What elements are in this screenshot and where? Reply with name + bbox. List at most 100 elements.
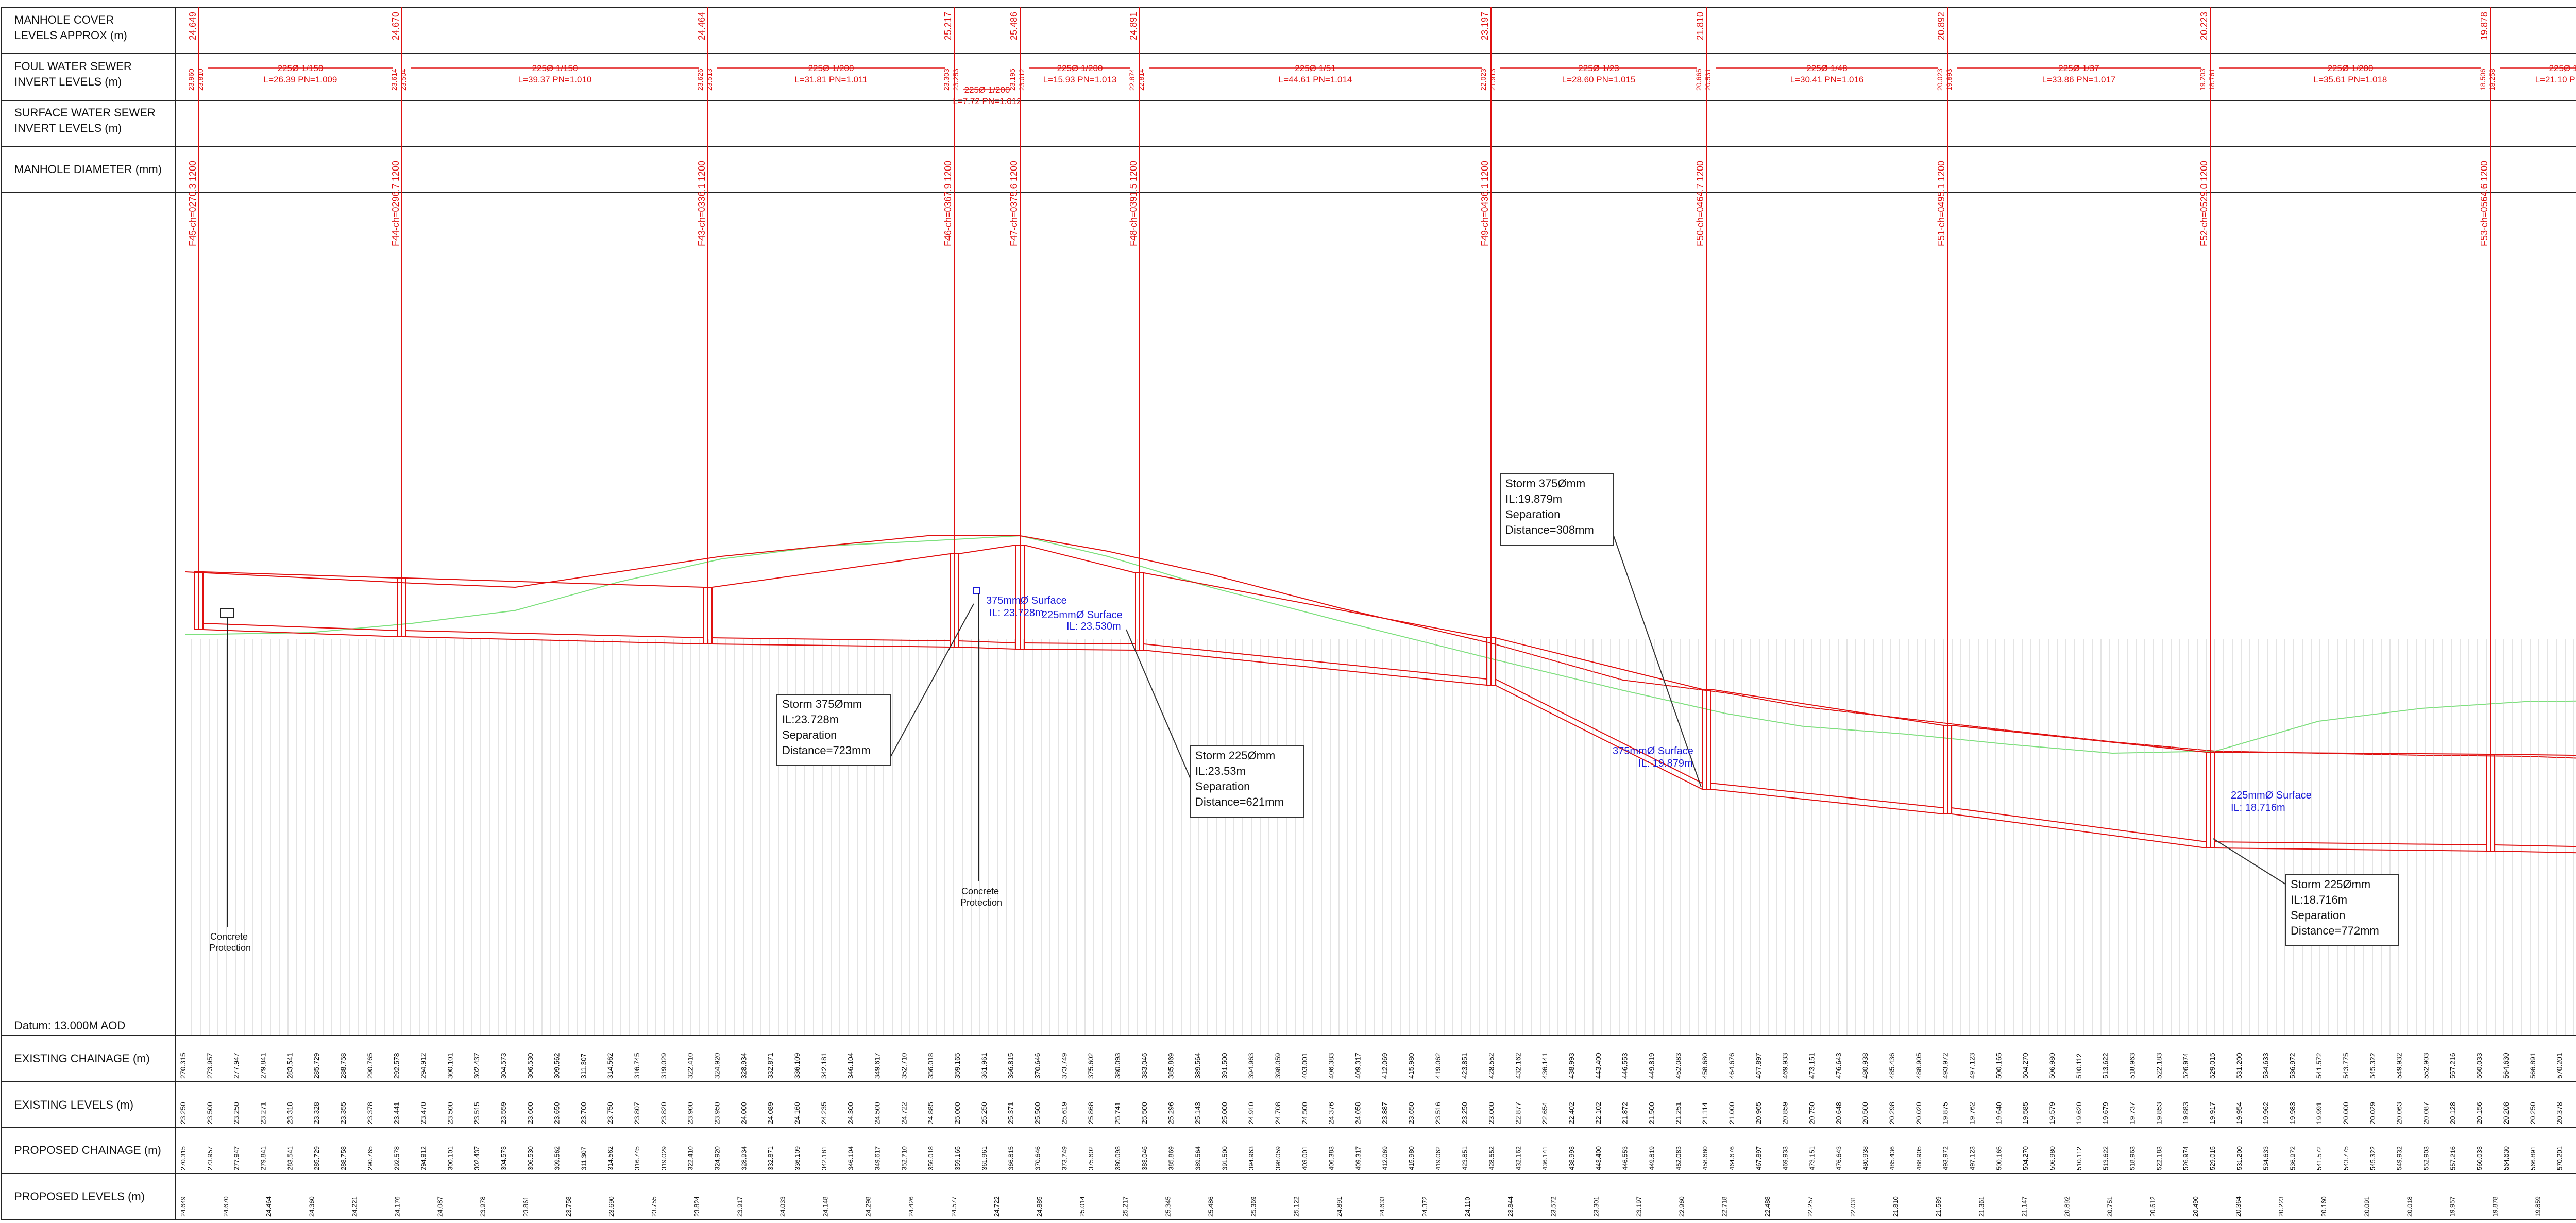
existing-level-value: 22.877 — [1514, 1102, 1522, 1124]
pipe-invert — [2214, 847, 2487, 852]
proposed-level-value: 20.892 — [2063, 1196, 2071, 1217]
existing-level-value: 21.500 — [1648, 1102, 1656, 1124]
manhole-chamber — [950, 553, 959, 648]
proposed-level-value: 24.722 — [993, 1196, 1001, 1217]
existing-chainage-value: 385.869 — [1167, 1052, 1175, 1079]
trench-top — [958, 545, 1016, 554]
manhole-invert-in: 18.506 — [2479, 69, 2487, 91]
proposed-level-value: 19.957 — [2448, 1196, 2456, 1217]
pipe-spec: 225Ø 1/200 — [964, 85, 1010, 95]
existing-chainage-value: 506.980 — [2048, 1052, 2056, 1079]
proposed-chainage-value: 458.680 — [1701, 1146, 1709, 1170]
manhole-chamber — [397, 577, 406, 637]
existing-level-value: 23.500 — [446, 1102, 454, 1124]
existing-chainage-value: 522.183 — [2155, 1052, 2163, 1079]
existing-level-value: 23.250 — [1461, 1102, 1469, 1124]
existing-chainage-value: 380.093 — [1113, 1052, 1122, 1079]
existing-chainage-value: 306.530 — [526, 1052, 534, 1079]
proposed-chainage-value: 443.400 — [1595, 1146, 1602, 1170]
proposed-level-value: 22.960 — [1678, 1196, 1686, 1217]
existing-chainage-value: 560.033 — [2475, 1052, 2483, 1079]
existing-chainage-value: 564.630 — [2502, 1052, 2510, 1079]
proposed-chainage-value: 309.562 — [553, 1146, 561, 1170]
existing-level-value: 24.376 — [1327, 1102, 1335, 1124]
foul-pipe: 225Ø 1/23L=28.60 PN=1.015 — [1495, 63, 1703, 790]
existing-chainage-value: 370.646 — [1033, 1052, 1041, 1079]
proposed-level-value: 24.033 — [778, 1196, 786, 1217]
proposed-level-value: 23.978 — [479, 1196, 487, 1217]
existing-chainage-value: 545.322 — [2368, 1052, 2377, 1079]
callouts: Storm 375Ømm IL:23.728m Separation Dista… — [776, 473, 2399, 946]
existing-chainage-value: 467.897 — [1754, 1052, 1762, 1079]
proposed-chainage-value: 290.765 — [366, 1146, 374, 1170]
callout-4-line2: IL:18.716m — [2291, 893, 2347, 906]
existing-chainage-value: 409.317 — [1353, 1052, 1362, 1079]
proposed-level-value: 20.018 — [2405, 1196, 2413, 1217]
proposed-chainage-value: 316.745 — [633, 1146, 641, 1170]
proposed-chainage-value: 346.104 — [847, 1146, 855, 1170]
existing-chainage-value: 309.562 — [553, 1052, 561, 1079]
existing-level-value: 23.470 — [419, 1102, 427, 1124]
callout-1-line2: IL:23.728m — [782, 713, 839, 726]
proposed-chainage-value: 473.151 — [1808, 1146, 1816, 1170]
pipe-invert — [711, 643, 951, 648]
callout-3-line4: Distance=308mm — [1505, 523, 1594, 536]
band-label-proposed-chainage: PROPOSED CHAINAGE (m) — [14, 1144, 161, 1157]
band-label-diameter: MANHOLE DIAMETER (mm) — [14, 163, 162, 176]
proposed-level-value: 25.345 — [1164, 1196, 1172, 1217]
existing-chainage-value: 375.602 — [1087, 1052, 1095, 1079]
existing-level-value: 19.917 — [2208, 1102, 2216, 1124]
pipe-invert — [2494, 851, 2576, 854]
proposed-chainage-value: 406.383 — [1328, 1146, 1335, 1170]
existing-level-value: 21.872 — [1621, 1102, 1629, 1124]
manhole-diameter: 1200 — [188, 161, 198, 181]
manhole-invert-in: 23.614 — [390, 69, 398, 91]
existing-chainage-value: 531.200 — [2235, 1052, 2243, 1079]
manhole-cover-level: 25.217 — [943, 12, 953, 40]
pipe-soffit — [1495, 678, 1703, 784]
existing-level-value: 23.807 — [633, 1102, 641, 1124]
proposed-chainage-value: 526.974 — [2182, 1146, 2190, 1170]
proposed-level-value: 24.110 — [1464, 1197, 1471, 1217]
proposed-level-value: 23.755 — [650, 1196, 658, 1217]
proposed-chainage-value: 534.633 — [2262, 1146, 2270, 1170]
pipe-soffit — [2494, 844, 2576, 847]
existing-chainage-value: 473.151 — [1808, 1052, 1816, 1079]
proposed-level-value: 20.364 — [2234, 1196, 2242, 1217]
band-label-cover-line1: MANHOLE COVER — [14, 13, 114, 26]
existing-level-value: 19.737 — [2128, 1102, 2136, 1124]
proposed-chainage-value: 349.617 — [874, 1146, 882, 1170]
manhole-diameter: 1200 — [1128, 161, 1139, 181]
note-2-line2: Protection — [960, 897, 1002, 908]
proposed-level-value: 23.197 — [1635, 1196, 1643, 1217]
proposed-chainage-value: 497.123 — [1968, 1146, 1976, 1170]
existing-chainage-value: 526.974 — [2181, 1052, 2190, 1079]
existing-level-value: 23.887 — [1380, 1102, 1388, 1124]
pipe-spec: 225Ø 1/23 — [1578, 63, 1619, 73]
existing-level-value: 25.500 — [1033, 1102, 1041, 1124]
proposed-level-value: 19.878 — [2492, 1196, 2499, 1217]
proposed-chainage-value: 328.934 — [740, 1146, 748, 1170]
proposed-chainage-value: 342.181 — [820, 1146, 828, 1170]
existing-level-value: 24.708 — [1274, 1102, 1282, 1124]
datum-label: Datum: 13.000M AOD — [14, 1019, 125, 1032]
manhole-chamber — [2486, 754, 2495, 852]
manhole-diameter: 1200 — [697, 161, 707, 181]
existing-level-value: 24.000 — [739, 1102, 748, 1124]
existing-chainage-value: 529.015 — [2208, 1052, 2216, 1079]
existing-level-value: 20.063 — [2395, 1102, 2403, 1124]
existing-level-value: 23.355 — [339, 1102, 347, 1124]
existing-level-value: 19.883 — [2181, 1102, 2190, 1124]
callout-3-line3: Separation — [1505, 508, 1560, 521]
existing-chainage-value: 342.181 — [820, 1052, 828, 1079]
existing-chainage-value: 438.993 — [1567, 1052, 1575, 1079]
callout-4-line4: Distance=772mm — [2291, 924, 2379, 937]
proposed-level-value: 24.426 — [907, 1196, 915, 1217]
manhole-cover-level: 24.464 — [697, 12, 707, 40]
pipe-soffit — [1710, 783, 1944, 808]
existing-level-value: 20.500 — [1861, 1102, 1869, 1124]
